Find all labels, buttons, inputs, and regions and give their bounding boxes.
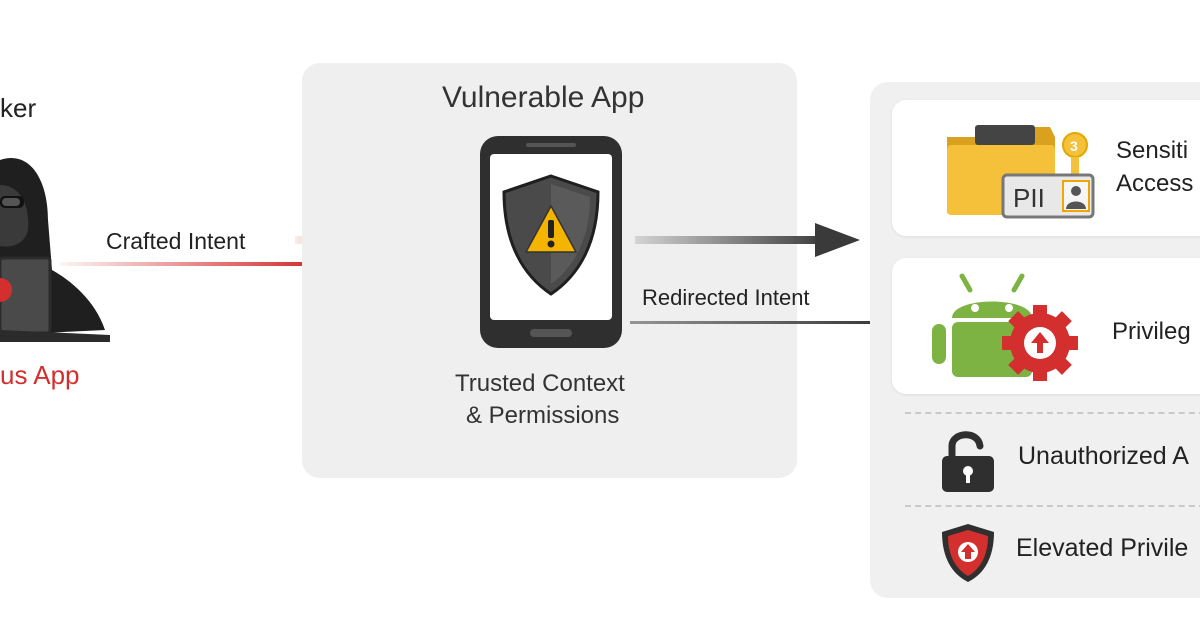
pii-badge-label: PII [1013, 183, 1045, 213]
sensitive-access-label-line2: Access [1116, 170, 1194, 197]
shield-arrow-up-icon [942, 524, 994, 582]
trusted-context-caption-line2: & Permissions [466, 402, 620, 429]
attacker-label-top: ker [0, 93, 37, 123]
trusted-context-caption-line1: Trusted Context [455, 370, 625, 397]
unauthorized-access-label: Unauthorized A [1018, 442, 1189, 470]
hooded-attacker-icon [0, 158, 110, 342]
sensitive-access-label-line1: Sensiti [1116, 137, 1189, 164]
svg-text:3: 3 [1070, 138, 1078, 154]
attacker-label-bottom: us App [0, 360, 80, 390]
privilege-label: Privileg [1112, 318, 1191, 345]
redirected-intent-arrow [630, 223, 892, 331]
folder-pii-icon: 3 [947, 125, 1095, 219]
unlocked-padlock-icon [942, 431, 994, 492]
elevated-privileges-label: Elevated Privile [1016, 534, 1189, 562]
divider-1 [905, 412, 1200, 414]
crafted-intent-label: Crafted Intent [106, 228, 246, 254]
redirected-intent-label: Redirected Intent [642, 285, 810, 310]
divider-2 [905, 505, 1200, 507]
vulnerable-app-title: Vulnerable App [442, 81, 645, 114]
android-gear-icon [932, 273, 1078, 381]
smartphone-warning-icon [480, 136, 622, 348]
